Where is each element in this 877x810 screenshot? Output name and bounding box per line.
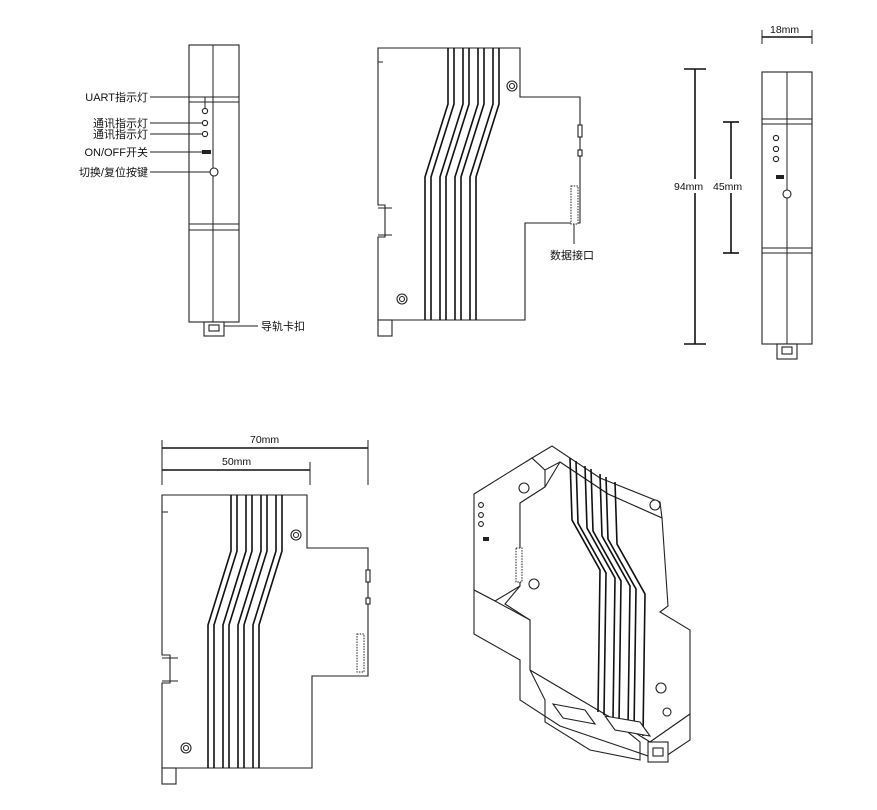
reset-button (209, 167, 219, 177)
width-dimension: 18mm (770, 24, 799, 36)
uart-led-label: UART指示灯 (85, 90, 148, 104)
front-view: UART指示灯 通讯指示灯 通讯指示灯 ON/OFF开关 切换/复位按键 导轨卡… (79, 44, 305, 337)
comm-led-label-2: 通讯指示灯 (93, 127, 148, 141)
data-port (570, 185, 579, 225)
reset-button-label: 切换/复位按键 (79, 165, 148, 179)
onoff-switch (202, 150, 211, 154)
comm-led-2 (201, 130, 209, 138)
uart-led (201, 107, 209, 115)
depth-total-dimension: 70mm (250, 434, 279, 446)
side-view-dimensioned: 70mm 50mm (161, 434, 371, 785)
rail-clip-label: 导轨卡扣 (261, 319, 305, 333)
comm-led-label-1: 通讯指示灯 (93, 116, 148, 130)
depth-inner-dimension: 50mm (222, 456, 251, 468)
front-view-dimensioned: 18mm 94mm 45mm (672, 24, 813, 360)
comm-led-1 (201, 119, 209, 127)
data-port-label: 数据接口 (550, 248, 594, 262)
isometric-view (473, 445, 691, 763)
height-total-dimension: 94mm (674, 181, 703, 193)
side-view: 数据接口 (377, 47, 594, 337)
height-inner-dimension: 45mm (713, 181, 742, 193)
onoff-switch-label: ON/OFF开关 (84, 145, 148, 159)
